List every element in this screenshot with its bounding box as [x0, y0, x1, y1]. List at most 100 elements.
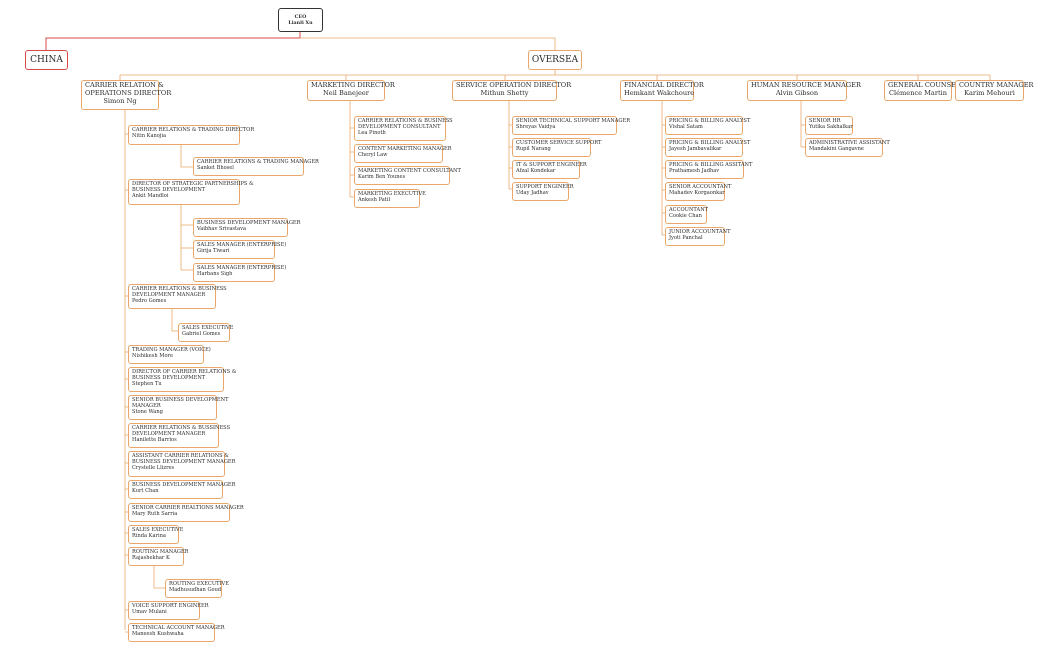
node-name: Stephen Tu — [132, 381, 162, 387]
service-report-node[interactable]: SUPPORT ENGINEER Uday Jadhav — [512, 182, 574, 201]
node-name: Lea Pinoth — [358, 130, 386, 136]
carrier-report-node[interactable]: DIRECTOR OF STRATEGIC PARTNERSHIPS & BUS… — [128, 179, 254, 205]
service-report-node[interactable]: CUSTOMER SERVICE SUPPORT Rupil Narang — [512, 138, 602, 157]
node-name: Umav Mulani — [132, 609, 167, 615]
node-title: DIRECTOR OF STRATEGIC PARTNERSHIPS & — [132, 181, 254, 187]
node-title: COUNTRY MANAGER — [959, 81, 1034, 89]
node-name: Crystelle Llizres — [132, 465, 175, 471]
carrier-report-node[interactable]: ASSISTANT CARRIER RELATIONS & BUSINESS D… — [128, 451, 235, 477]
node-title: CARRIER RELATION & — [85, 81, 164, 89]
node-name: Shreyas Vaidya — [516, 124, 556, 130]
node-name: Karim Ben Younes — [358, 174, 406, 180]
financial-report-node[interactable]: SENIOR ACCOUNTANT Mahadev Korgaonkar — [665, 182, 731, 201]
node-name: Prathamesh Jadhav — [669, 168, 720, 174]
service-director-node[interactable]: SERVICE OPERATION DIRECTOR Mithun Shetty — [452, 80, 572, 101]
node-title: BUSINESS DEVELOPMENT — [132, 187, 206, 193]
carrier-report-node[interactable]: SALES MANAGER (ENTERPRISE) Harbans Sigh — [193, 263, 286, 282]
carrier-report-node[interactable]: SALES EXECUTIVE Gabriel Gomes — [178, 323, 234, 342]
marketing-report-node[interactable]: MARKETING EXECUTIVE Ankesh Patil — [354, 189, 426, 208]
region-oversea-label: OVERSEA — [531, 54, 579, 65]
node-title: SERVICE OPERATION DIRECTOR — [456, 81, 572, 89]
node-title: VOICE SUPPORT ENGINEER — [132, 603, 209, 609]
hr-report-node[interactable]: SENIOR HR Yutika Sakhalkar — [805, 116, 853, 135]
node-name: Vaibhav Srivastava — [197, 226, 247, 232]
carrier-report-node[interactable]: SALES MANAGER (ENTERPRISE) Girija Tiwari — [193, 240, 287, 259]
carrier-report-node[interactable]: DIRECTOR OF CARRIER RELATIONS & BUSINESS… — [128, 367, 236, 392]
marketing-report-node[interactable]: MARKETING CONTENT CONSULTANT Karim Ben Y… — [354, 166, 461, 185]
carrier-report-node[interactable]: TECHNICAL ACCOUNT MANAGER Maneesh Kushwa… — [128, 623, 225, 642]
node-title: PRICING & BILLING ANALYST — [669, 118, 751, 124]
carrier-report-node[interactable]: VOICE SUPPORT ENGINEER Umav Mulani — [128, 601, 209, 620]
country-manager-node[interactable]: COUNTRY MANAGER Karim Mehouri — [955, 80, 1034, 101]
node-name: Karim Mehouri — [964, 88, 1015, 97]
node-title: SALES MANAGER (ENTERPRISE) — [197, 242, 287, 248]
carrier-report-node[interactable]: TRADING MANAGER (VOICE) Nishikesh More — [128, 345, 211, 364]
node-name: Harbans Sigh — [197, 271, 233, 277]
financial-report-node[interactable]: ACCOUNTANT Cookie Chan — [665, 205, 709, 224]
carrier-report-node[interactable]: SENIOR CARRIER REALTIONS MANAGER Mary Ru… — [128, 503, 244, 522]
node-title: FINANCIAL DIRECTOR — [624, 81, 704, 89]
node-title: DEVELOPMENT MANAGER — [132, 292, 206, 298]
node-name: Hemkant Wakchoure — [624, 88, 695, 97]
carrier-report-node[interactable]: CARRIER RELATIONS & BUSSINESS DEVELOPMEN… — [128, 423, 231, 448]
node-title: CARRIER RELATIONS & BUSSINESS — [132, 425, 231, 431]
carrier-report-node[interactable]: SALES EXECUTIVE Rinda Karina — [128, 525, 183, 544]
node-name: Mary Ruth Sarria — [132, 511, 178, 517]
hr-report-node[interactable]: ADMINISTRATIVE ASSISTANT Mandakini Ganga… — [805, 138, 890, 157]
node-title: BUSINESS DEVELOPMENT — [132, 375, 206, 381]
carrier-report-node[interactable]: SENIOR BUSINESS DEVELOPMENT MANAGER Ston… — [128, 395, 229, 420]
marketing-report-node[interactable]: CARRIER RELATIONS & BUSINESS DEVELOPMENT… — [354, 116, 453, 141]
node-name: Girija Tiwari — [197, 248, 230, 254]
node-name: Rajashekhar K — [132, 555, 170, 561]
node-title: ACCOUNTANT — [669, 207, 709, 213]
node-title: CARRIER RELATIONS & BUSINESS — [132, 286, 227, 292]
node-title: CUSTOMER SERVICE SUPPORT — [516, 140, 602, 146]
node-title: MANAGER — [132, 403, 161, 409]
ceo-title: CEO — [294, 14, 307, 20]
carrier-report-node[interactable]: CARRIER RELATIONS & BUSINESS DEVELOPMENT… — [128, 284, 227, 309]
node-name: Mahadev Korgaonkar — [669, 190, 725, 196]
node-title: SALES EXECUTIVE — [182, 325, 234, 331]
general-counsel-node[interactable]: GENERAL COUNSEL Clémence Martin — [884, 80, 961, 101]
node-title: JUNIOR ACCOUNTANT — [669, 229, 731, 235]
carrier-report-node[interactable]: BUSINESS DEVELOPMENT MANAGER Kurt Chan — [128, 480, 235, 499]
node-title: PRICING & BILLING ASSITANT — [669, 162, 753, 168]
region-china[interactable]: CHINA — [25, 50, 68, 70]
carrier-report-node[interactable]: CARRIER RELATIONS & TRADING DIRECTOR Nit… — [128, 125, 254, 145]
marketing-report-node[interactable]: CONTENT MARKETING MANAGER Cheryl Law — [354, 144, 452, 163]
financial-report-node[interactable]: PRICING & BILLING ANALYST Jayesh Jambava… — [665, 138, 751, 157]
node-title: PRICING & BILLING ANALYST — [669, 140, 751, 146]
carrier-report-node[interactable]: ROUTING EXECUTIVE Madhusudhan Goud — [165, 579, 229, 598]
node-name: Nitin Kanojia — [132, 133, 167, 139]
carrier-report-node[interactable]: BUSINESS DEVELOPMENT MANAGER Vaibhav Sri… — [193, 218, 300, 237]
service-report-node[interactable]: IT & SUPPORT ENGINEER Afzal Kondekar — [512, 160, 587, 179]
node-name: Sanket Bhosel — [197, 165, 234, 171]
node-name: Pedro Gomes — [132, 298, 167, 304]
carrier-director-node[interactable]: CARRIER RELATION & OPERATIONS DIRECTOR S… — [81, 80, 172, 110]
node-title: ASSISTANT CARRIER RELATIONS & — [132, 453, 229, 459]
financial-director-node[interactable]: FINANCIAL DIRECTOR Hemkant Wakchoure — [620, 80, 704, 101]
marketing-director-node[interactable]: MARKETING DIRECTOR Neil Banejeer — [307, 80, 395, 101]
node-title: CONTENT MARKETING MANAGER — [358, 146, 452, 152]
node-name: Alvin Gibson — [775, 88, 819, 97]
financial-report-node[interactable]: PRICING & BILLING ANALYST Vishal Satam — [665, 116, 751, 135]
ceo-node[interactable]: CEO Lianli Xu — [278, 8, 323, 32]
financial-report-node[interactable]: PRICING & BILLING ASSITANT Prathamesh Ja… — [665, 160, 753, 179]
node-title: MARKETING CONTENT CONSULTANT — [358, 168, 461, 174]
node-title: SENIOR HR — [809, 118, 841, 124]
node-name: Cookie Chan — [669, 213, 702, 219]
node-name: Hanilette Barrios — [132, 437, 177, 443]
node-name: Clémence Martin — [889, 88, 947, 97]
node-name: Ankesh Patil — [358, 197, 391, 203]
financial-report-node[interactable]: JUNIOR ACCOUNTANT Jyoti Panchal — [665, 227, 731, 246]
service-report-node[interactable]: SENIOR TECHNICAL SUPPORT MANAGER Shreyas… — [512, 116, 630, 135]
region-oversea[interactable]: OVERSEA — [528, 50, 582, 70]
carrier-report-node[interactable]: ROUTING MANAGER Rajashekhar K — [128, 547, 189, 566]
node-title: SENIOR CARRIER REALTIONS MANAGER — [132, 505, 244, 511]
hr-manager-node[interactable]: HUMAN RESOURCE MANAGER Alvin Gibson — [747, 80, 861, 101]
node-title: TRADING MANAGER (VOICE) — [132, 347, 211, 353]
node-title: OPERATIONS DIRECTOR — [85, 88, 172, 97]
node-title: GENERAL COUNSEL — [888, 81, 961, 89]
node-name: Ankit Mandloi — [132, 193, 169, 199]
carrier-report-node[interactable]: CARRIER RELATIONS & TRADING MANAGER Sank… — [193, 157, 319, 176]
